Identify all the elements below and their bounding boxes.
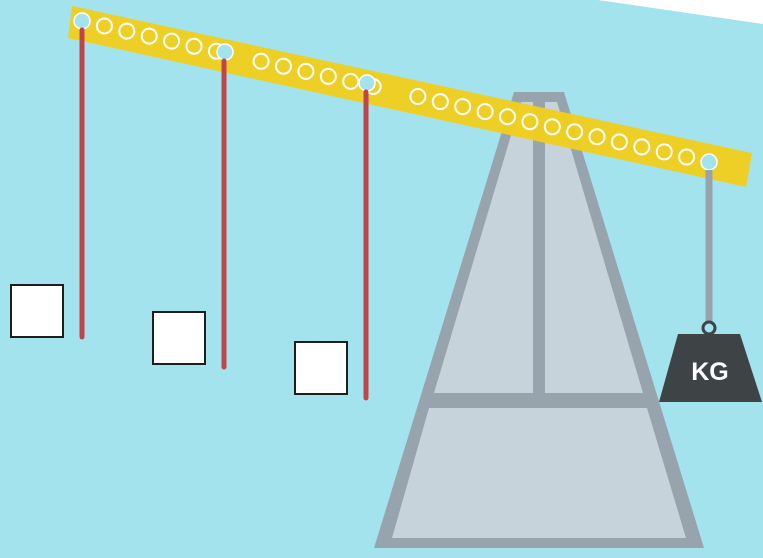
beam-hole-icon [185, 37, 203, 55]
beam-hole-icon [543, 118, 561, 136]
corner-decoration [598, 0, 763, 24]
beam-hole-icon [499, 108, 516, 126]
beam-holes [95, 17, 696, 166]
fulcrum-panel-upper-right [545, 102, 643, 393]
beam-hole-icon [521, 113, 539, 131]
beam-hole-icon [476, 103, 494, 121]
beam-hole-icon [319, 67, 337, 85]
beam-hole-icon [678, 148, 696, 166]
beam-hole-icon [140, 27, 158, 45]
beam-hole-icon [95, 17, 113, 35]
beam-hole-icon [588, 128, 606, 146]
beam-hole-icon [252, 52, 270, 70]
kg-weight [659, 334, 762, 402]
fulcrum-panel-upper-left [434, 102, 533, 393]
fulcrum-panel-lower [392, 408, 686, 538]
beam-hole-icon [163, 32, 181, 50]
beam-hole-icon [409, 88, 427, 105]
beam-hole-icon [454, 98, 472, 116]
peg-1 [73, 12, 91, 30]
beam-hole-icon [431, 93, 449, 111]
beam-hole-icon [342, 72, 360, 90]
weight-hook [701, 320, 717, 336]
beam-hole-icon [297, 62, 315, 80]
peg-3 [358, 74, 376, 92]
beam-hole-icon [633, 138, 651, 156]
answer-box-3[interactable] [294, 341, 348, 395]
answer-box-2[interactable] [152, 311, 206, 365]
beam-hole-icon [275, 57, 292, 75]
kg-weight-label: KG [691, 358, 729, 386]
peg-weight [700, 153, 718, 171]
beam-hole-icon [118, 22, 136, 40]
answer-box-1[interactable] [10, 284, 64, 338]
beam-hole-icon [566, 123, 584, 141]
beam-hole-icon [655, 143, 673, 161]
beam-hole-icon [610, 133, 628, 151]
peg-2 [216, 43, 234, 61]
